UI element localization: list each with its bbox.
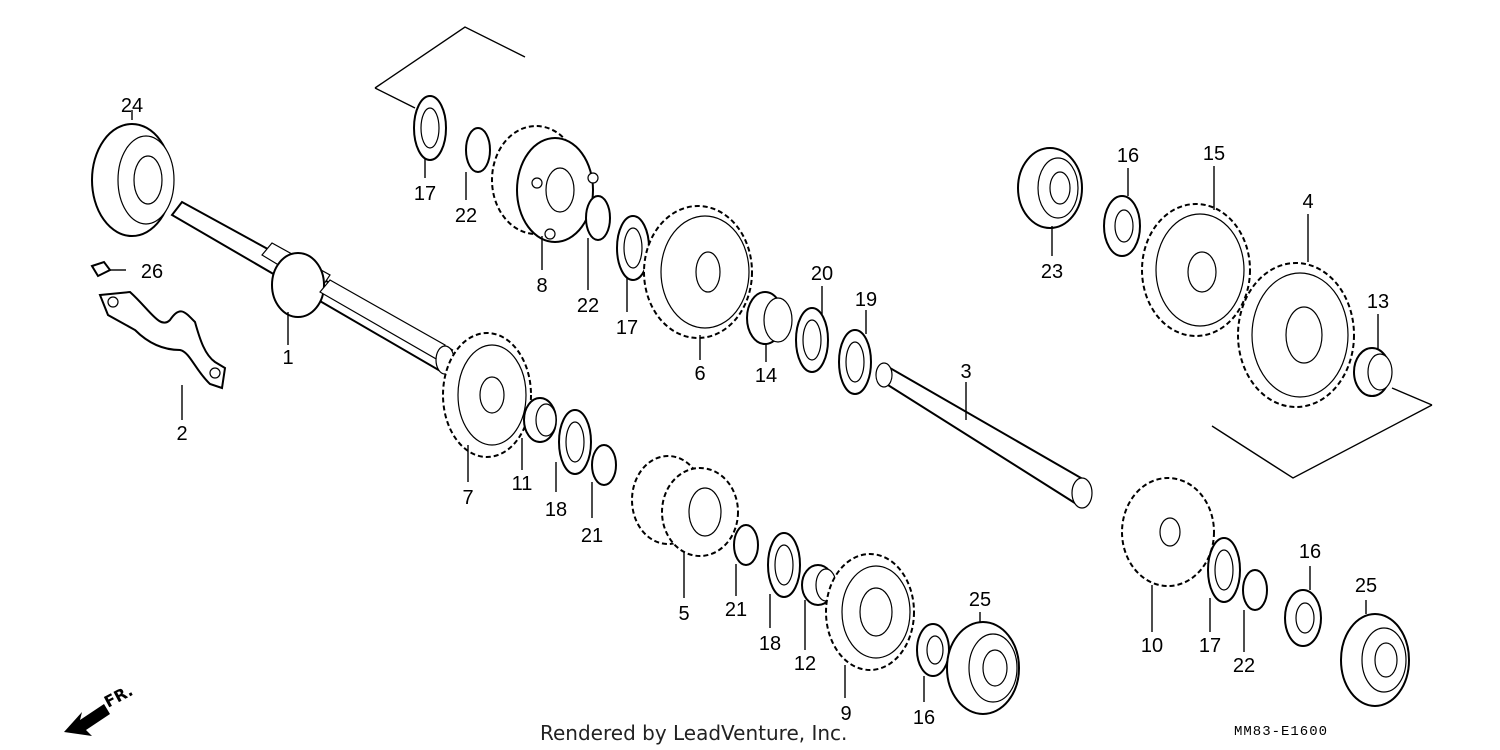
washer-part-19[interactable] bbox=[838, 329, 872, 395]
gear-part-10[interactable] bbox=[1121, 477, 1215, 587]
bearing-part-24[interactable] bbox=[91, 123, 175, 237]
bearing-part-25a[interactable] bbox=[946, 621, 1020, 715]
circlip-part-22c[interactable] bbox=[1242, 569, 1268, 611]
part-number-25a: 25 bbox=[969, 589, 991, 611]
front-direction-arrow-icon bbox=[64, 704, 110, 736]
part-number-22b: 22 bbox=[577, 295, 599, 317]
washer-part-17a[interactable] bbox=[413, 95, 447, 161]
part-number-22a: 22 bbox=[455, 205, 477, 227]
gear-part-5[interactable] bbox=[631, 455, 739, 557]
bolt-part-26[interactable] bbox=[90, 260, 126, 278]
counter-shaft-part-3[interactable] bbox=[875, 362, 1093, 509]
part-number-4: 4 bbox=[1302, 191, 1313, 213]
part-number-14: 14 bbox=[755, 365, 777, 387]
part-number-6: 6 bbox=[694, 363, 705, 385]
part-number-25b: 25 bbox=[1355, 575, 1377, 597]
washer-part-18a[interactable] bbox=[558, 409, 592, 475]
part-number-1: 1 bbox=[282, 347, 293, 369]
gear-part-7[interactable] bbox=[442, 332, 532, 458]
render-credit: Rendered by LeadVenture, Inc. bbox=[540, 721, 847, 745]
bearing-part-23[interactable] bbox=[1017, 147, 1083, 229]
part-number-22c: 22 bbox=[1233, 655, 1255, 677]
front-direction-label: FR. bbox=[101, 681, 136, 712]
circlip-part-22b[interactable] bbox=[585, 195, 611, 241]
washer-part-20[interactable] bbox=[795, 307, 829, 373]
part-number-20: 20 bbox=[811, 263, 833, 285]
part-number-13: 13 bbox=[1367, 291, 1389, 313]
part-number-16a: 16 bbox=[913, 707, 935, 729]
part-number-18b: 18 bbox=[759, 633, 781, 655]
washer-part-16c[interactable] bbox=[1284, 589, 1322, 647]
part-number-17a: 17 bbox=[414, 183, 436, 205]
gear-part-8[interactable] bbox=[491, 125, 599, 243]
washer-part-16a[interactable] bbox=[916, 623, 950, 677]
circlip-part-21b[interactable] bbox=[733, 524, 759, 566]
gear-part-4[interactable] bbox=[1237, 262, 1355, 408]
bearing-part-25b[interactable] bbox=[1340, 613, 1410, 707]
part-number-17b: 17 bbox=[616, 317, 638, 339]
part-number-10: 10 bbox=[1141, 635, 1163, 657]
main-shaft-part-1[interactable] bbox=[170, 200, 455, 375]
part-number-8: 8 bbox=[536, 275, 547, 297]
part-number-2: 2 bbox=[176, 423, 187, 445]
gear-part-9[interactable] bbox=[825, 553, 915, 671]
part-number-23: 23 bbox=[1041, 261, 1063, 283]
part-number-9: 9 bbox=[840, 703, 851, 725]
part-number-21b: 21 bbox=[725, 599, 747, 621]
part-number-21a: 21 bbox=[581, 525, 603, 547]
diagram-code: MM83-E1600 bbox=[1234, 724, 1328, 740]
part-number-5: 5 bbox=[678, 603, 689, 625]
circlip-part-21a[interactable] bbox=[591, 444, 617, 486]
bushing-part-13[interactable] bbox=[1353, 347, 1393, 397]
group-bracket-bottom-right bbox=[1211, 387, 1433, 479]
part-number-7: 7 bbox=[462, 487, 473, 509]
gear-part-6[interactable] bbox=[643, 205, 753, 339]
washer-part-16b[interactable] bbox=[1103, 195, 1141, 257]
part-number-24: 24 bbox=[121, 95, 143, 117]
part-number-16c: 16 bbox=[1299, 541, 1321, 563]
circlip-part-22a[interactable] bbox=[465, 127, 491, 173]
part-number-3: 3 bbox=[960, 361, 971, 383]
part-number-18a: 18 bbox=[545, 499, 567, 521]
washer-part-17c[interactable] bbox=[1207, 537, 1241, 603]
part-number-19: 19 bbox=[855, 289, 877, 311]
needle-bearing-part-14[interactable] bbox=[746, 291, 793, 345]
bushing-part-11[interactable] bbox=[523, 397, 557, 443]
part-number-16b: 16 bbox=[1117, 145, 1139, 167]
part-number-26: 26 bbox=[141, 261, 163, 283]
gear-part-15[interactable] bbox=[1141, 203, 1251, 337]
part-number-11: 11 bbox=[512, 473, 533, 495]
clamp-bracket-part-2[interactable] bbox=[98, 290, 227, 390]
part-number-17c: 17 bbox=[1199, 635, 1221, 657]
part-number-12: 12 bbox=[794, 653, 816, 675]
part-number-15: 15 bbox=[1203, 143, 1225, 165]
group-bracket-top-left bbox=[374, 26, 526, 109]
washer-part-18b[interactable] bbox=[767, 532, 801, 598]
